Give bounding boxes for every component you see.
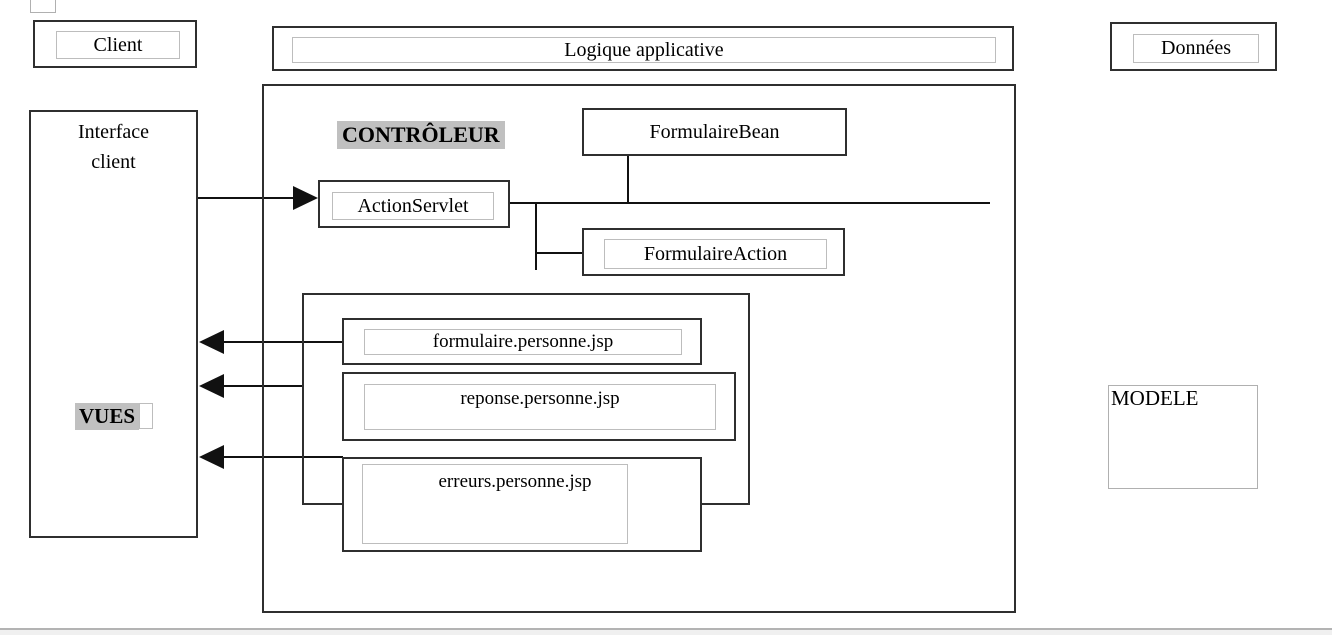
erreurs-jsp-label: erreurs.personne.jsp (438, 471, 592, 492)
page-edge-line (0, 628, 1332, 630)
request-connector-line (197, 197, 294, 199)
formulaire-action-label: FormulaireAction (643, 242, 788, 265)
page-edge-margin (0, 630, 1332, 635)
action-connector-vline (535, 202, 537, 270)
request-arrowhead-icon (293, 186, 318, 210)
modele-box: MODELE (1108, 385, 1258, 489)
reponse-jsp-label: reponse.personne.jsp (460, 388, 620, 409)
interface-client-label-line1: Interface (77, 121, 150, 143)
controller-main-line (509, 202, 990, 204)
formulaire-bean-label: FormulaireBean (649, 120, 780, 143)
client-header-frame: Client (33, 20, 197, 68)
interface-client-label-line2: client (91, 151, 136, 173)
action-servlet-label: ActionServlet (357, 194, 469, 217)
view3-connector-line (222, 456, 343, 458)
action-connector-hline (535, 252, 583, 254)
cropped-frame-fragment (30, 0, 56, 13)
view1-arrowhead-icon (199, 330, 224, 354)
view3-arrowhead-icon (199, 445, 224, 469)
view2-arrowhead-icon (199, 374, 224, 398)
formulaire-action-box: FormulaireAction (582, 228, 845, 276)
bean-connector-line (627, 156, 629, 204)
formulaire-jsp-box: formulaire.personne.jsp (342, 318, 702, 365)
vues-label: VUES (75, 402, 140, 430)
view1-connector-line (222, 341, 343, 343)
interface-client-panel: Interface client VUES (29, 110, 198, 538)
controleur-label: CONTRÔLEUR (337, 121, 505, 149)
client-header-label: Client (93, 33, 143, 56)
modele-label: MODELE (1111, 386, 1199, 410)
erreurs-jsp-box: erreurs.personne.jsp (342, 457, 702, 552)
donnees-header-frame: Données (1110, 22, 1277, 71)
formulaire-jsp-label: formulaire.personne.jsp (432, 331, 614, 352)
logique-applicative-container (262, 84, 1016, 613)
logique-applicative-header-label: Logique applicative (564, 38, 724, 61)
action-servlet-box: ActionServlet (318, 180, 510, 228)
formulaire-bean-box: FormulaireBean (582, 108, 847, 156)
donnees-header-label: Données (1161, 37, 1231, 59)
text-cursor-box (139, 403, 154, 429)
reponse-jsp-box: reponse.personne.jsp (342, 372, 736, 441)
logique-applicative-header-frame: Logique applicative (272, 26, 1014, 71)
